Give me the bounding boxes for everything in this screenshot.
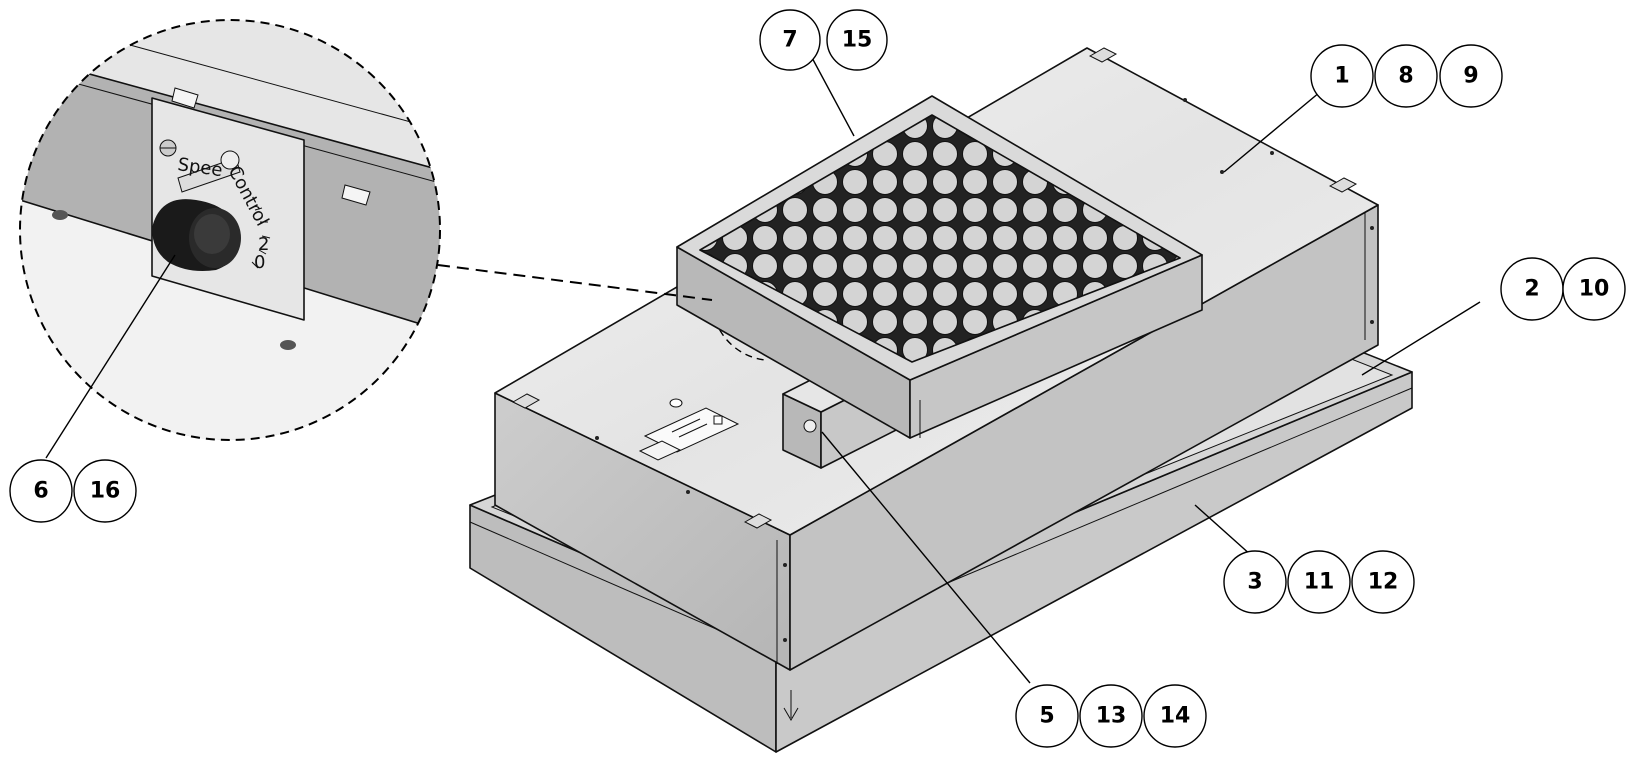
label-plate [638,398,740,461]
callout-group-c7: 7 15 [759,9,888,71]
callout-number: 1 [1334,64,1349,89]
callout-group-c5: 5 13 14 [1015,684,1207,748]
callout-group-c3: 3 11 12 [1223,550,1415,614]
callout-number: 14 [1160,704,1191,729]
callout-number: 3 [1247,570,1262,595]
callout-number: 13 [1096,704,1127,729]
callout-number: 5 [1039,704,1054,729]
callout-number: 16 [90,479,121,504]
callout-number: 6 [33,479,48,504]
detail-view: 2 0 Spee Control [19,19,713,441]
speed-knob-icon [152,199,241,271]
callout-group-c1: 1 8 9 [1310,44,1503,108]
svg-text:2: 2 [258,234,269,255]
airflow-arrow-icon [783,690,799,721]
filter-grille [676,95,1203,439]
callout-group-c2: 2 10 [1500,257,1626,321]
callout-number: 10 [1579,277,1610,302]
cord-grip-icon [803,419,817,433]
callout-number: 8 [1398,64,1413,89]
callout-number: 12 [1368,570,1399,595]
callout-number: 2 [1524,277,1539,302]
leader-lines [45,53,1481,684]
callout-number: 11 [1304,570,1335,595]
callout-number: 7 [782,28,797,53]
callout-number: 9 [1463,64,1478,89]
svg-text:0: 0 [254,252,265,273]
detail-connector [437,264,713,301]
callout-group-c6: 6 16 [9,459,137,523]
callout-number: 15 [842,28,873,53]
fastener-dots [595,98,1374,642]
